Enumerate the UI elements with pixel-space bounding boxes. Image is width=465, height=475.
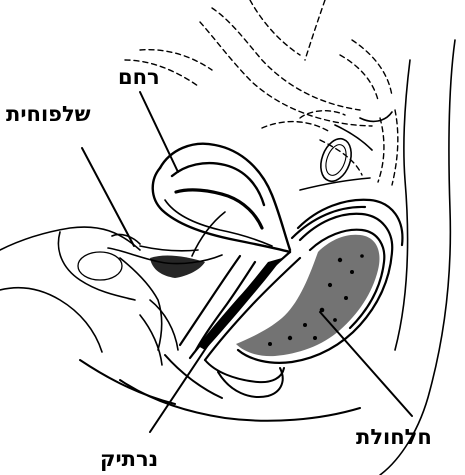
label-vagina: נרתיק [100, 449, 158, 470]
bladder-stipple [150, 255, 205, 278]
label-uterus: רחם [118, 67, 160, 88]
rectum-leader [320, 312, 412, 416]
uterus-leader [140, 92, 178, 172]
label-rectum: חלחולת [356, 427, 432, 448]
rectum-stipple [236, 235, 379, 356]
lower-vagina-fold [80, 355, 360, 421]
dashed-outlines [125, 0, 398, 185]
label-bladder: שלפוחית [6, 104, 91, 125]
vagina-leader [150, 306, 234, 432]
